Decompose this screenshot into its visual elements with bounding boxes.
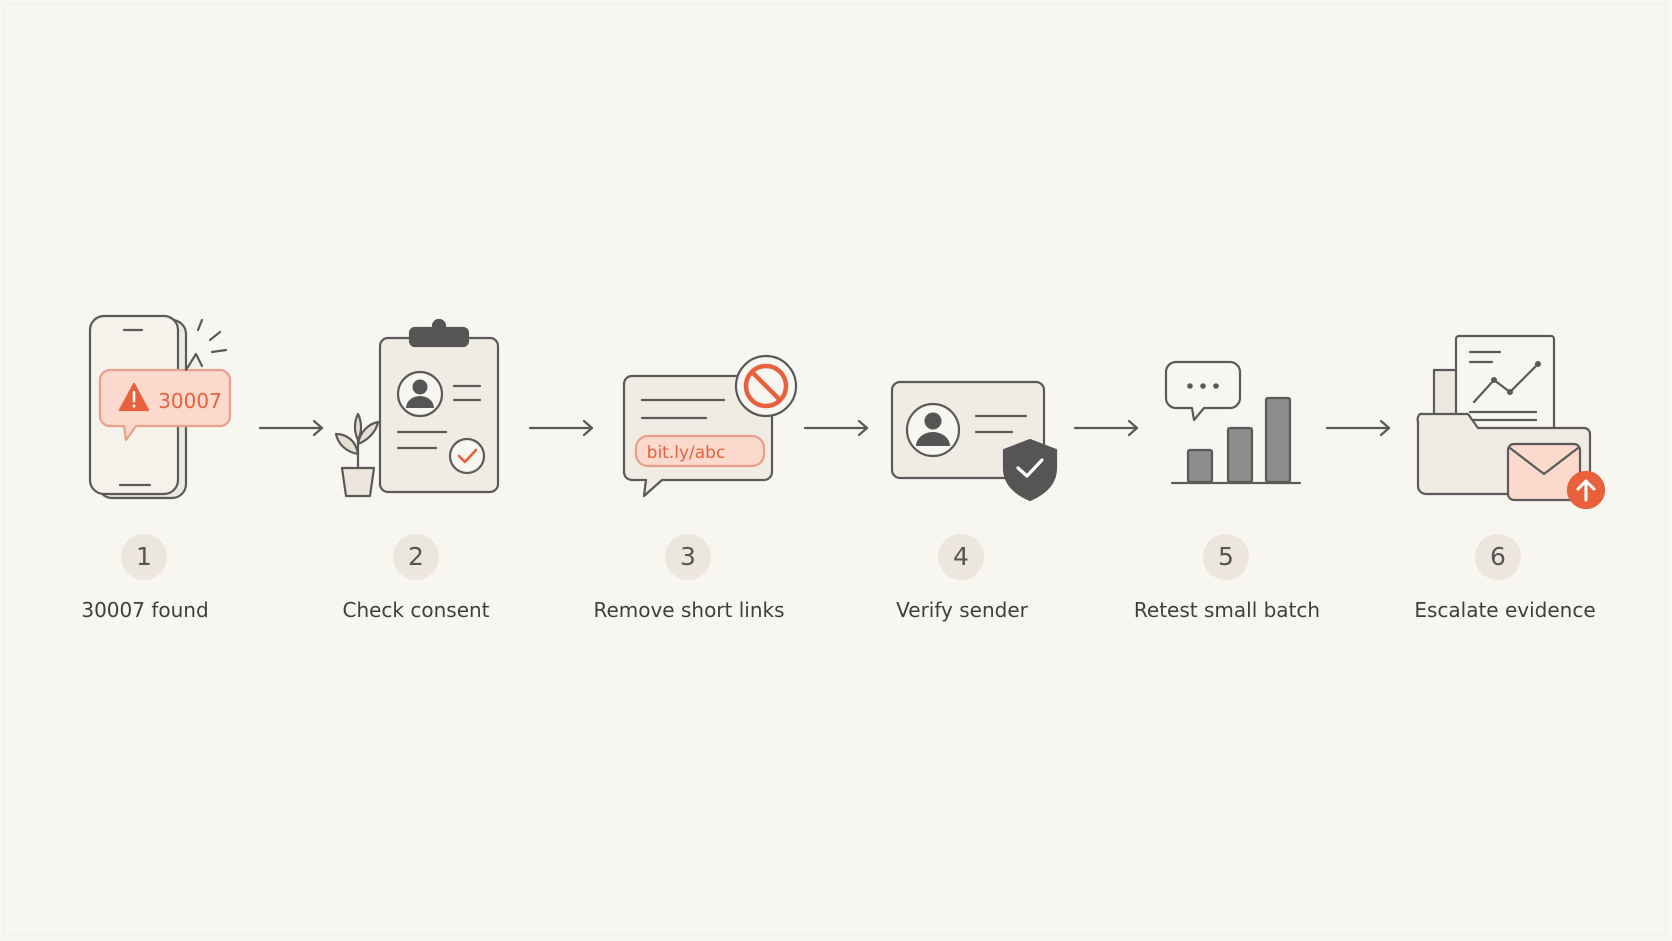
id-card-shield-icon [890,380,1058,502]
arrow-head-2-3 [582,419,594,437]
step-1-label: 30007 found [81,598,209,622]
step-1-number: 1 [121,534,167,580]
step-3-number: 3 [665,534,711,580]
step-6-number: 6 [1475,534,1521,580]
arrow-head-5-6 [1379,419,1391,437]
arrow-head-3-4 [857,419,869,437]
folder-upload-icon [1416,334,1606,510]
step-2-number: 2 [393,534,439,580]
step-4-label: Verify sender [896,598,1028,622]
step-6-label: Escalate evidence [1414,598,1596,622]
diagram-frame [4,4,1666,935]
phone-warning-icon [88,314,232,500]
step-5-number: 5 [1203,534,1249,580]
step-1-icon-text: 30007 [158,389,222,413]
step-5-label: Retest small batch [1133,598,1321,622]
arrow-head-1-2 [312,419,324,437]
message-no-shortlink-icon [622,354,798,498]
chat-bar-chart-icon [1164,360,1302,485]
step-3-icon-text: bit.ly/abc [647,443,726,463]
step-4-number: 4 [938,534,984,580]
arrow-head-4-5 [1127,419,1139,437]
step-2-label: Check consent [342,598,490,622]
step-3-label: Remove short links [593,598,785,622]
clipboard-consent-icon [334,318,500,498]
